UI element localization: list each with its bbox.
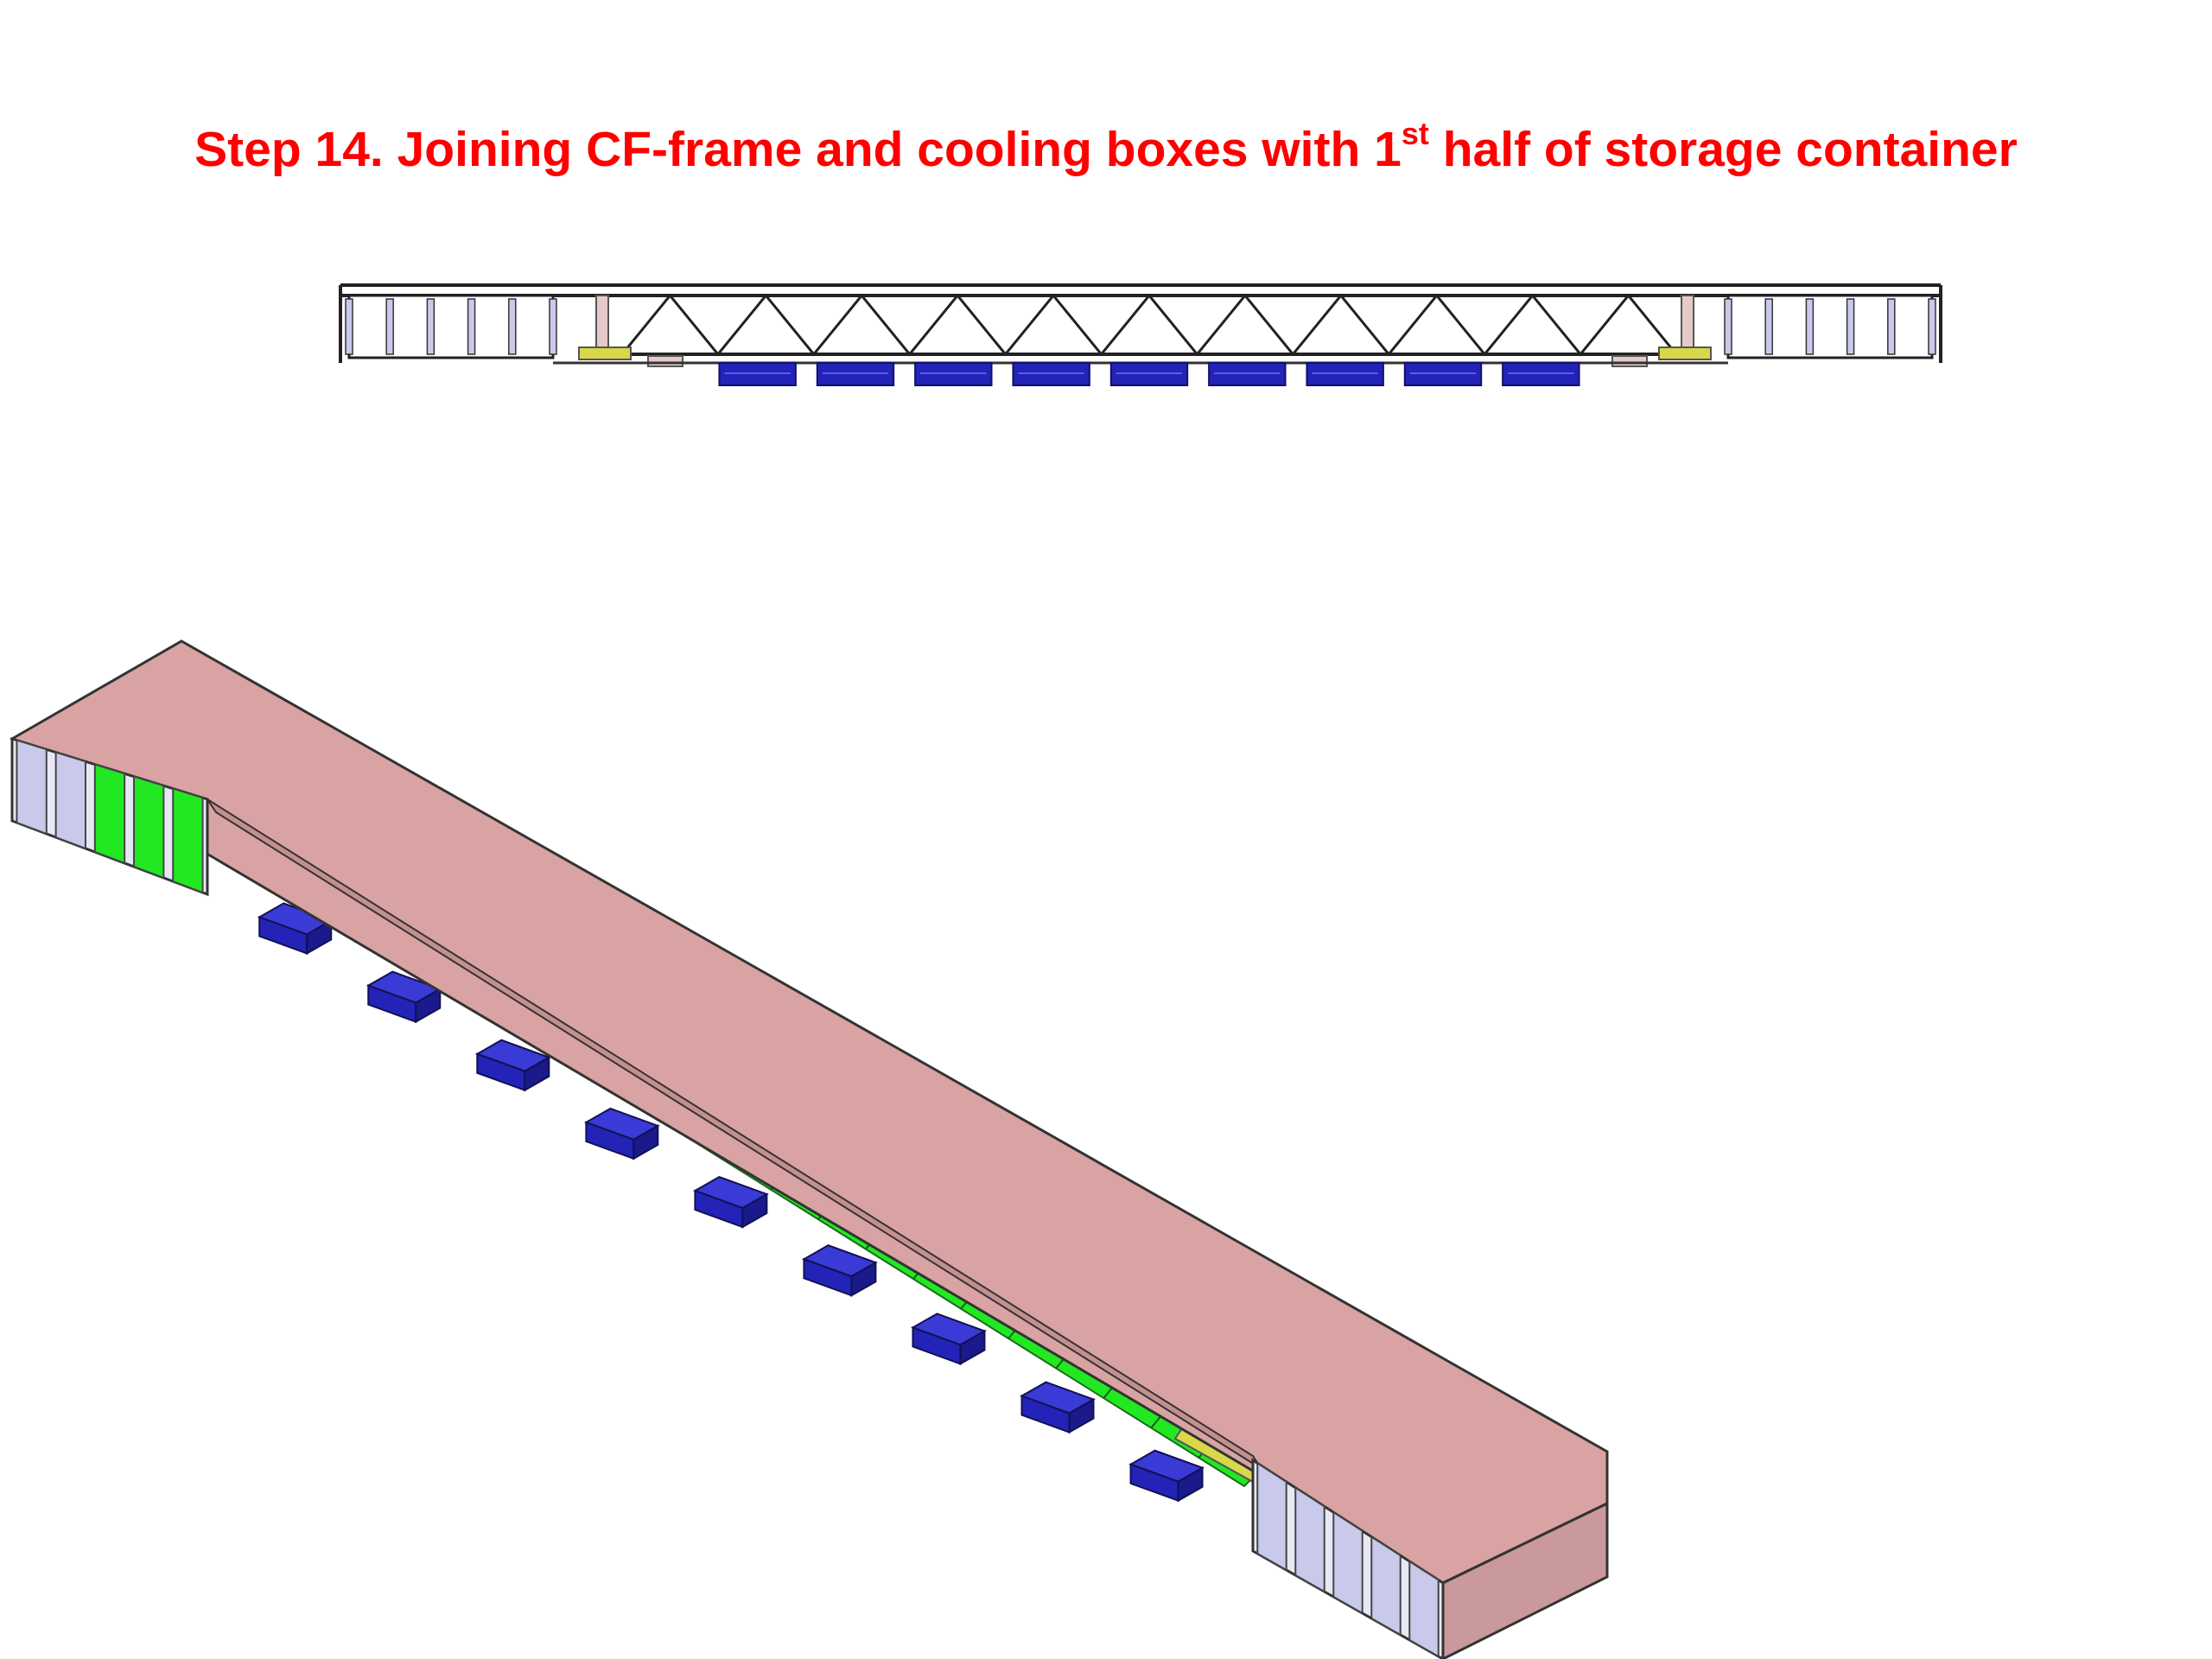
iso-cooling-boxes (257, 902, 1205, 1503)
iso-end-frame-bay (54, 751, 86, 850)
iso-end-frame-bay (1408, 1560, 1440, 1658)
cooling-boxes-row (718, 362, 1580, 386)
iso-end-frame-bay (133, 775, 165, 880)
iso-end-frame-bay (1332, 1510, 1363, 1615)
iso-end-frame-bay (1256, 1461, 1287, 1572)
iso-cooling-box-side (741, 1192, 768, 1229)
right-end-frame (1724, 294, 1936, 359)
end-frame-post (549, 298, 557, 355)
iso-end-frame-bay (16, 739, 48, 836)
end-frame-post (1846, 298, 1855, 355)
iso-end-frame-bay (93, 763, 126, 865)
side-elevation-view (339, 283, 1942, 386)
iso-cooling-box-side (415, 987, 442, 1024)
container-top-face (10, 639, 1609, 1585)
title-prefix: Step 14. Joining CF-frame and cooling bo… (194, 122, 1402, 177)
end-frame-box (1726, 294, 1934, 359)
iso-cooling-box-side (850, 1261, 877, 1297)
end-frame-post (1764, 298, 1773, 355)
truss-diagonals (620, 293, 1678, 357)
slide-title: Step 14. Joining CF-frame and cooling bo… (0, 116, 2212, 178)
iso-cooling-box-side (1177, 1466, 1204, 1503)
iso-cooling-box-side (632, 1124, 659, 1160)
iso-cooling-box-side (1068, 1397, 1095, 1434)
iso-left-end-frame (10, 736, 209, 897)
iso-end-frame-bay (172, 787, 204, 894)
title-suffix: half of storage container (1428, 122, 2018, 177)
end-frame-post (1724, 298, 1732, 355)
iso-cooling-box-side (306, 918, 333, 956)
container-long-side (207, 798, 1262, 1470)
iso-end-frame-bay (1294, 1485, 1325, 1593)
end-frame-post (1887, 298, 1896, 355)
end-frame-post (345, 298, 353, 355)
cf-frame-truss (613, 293, 1685, 357)
isometric-3d-view (10, 639, 1609, 1659)
end-frame-post (508, 298, 517, 355)
end-frame-post (385, 298, 394, 355)
iso-end-frame-bay (1370, 1535, 1402, 1637)
end-frame-post (467, 298, 476, 355)
iso-right-end-frame (1251, 1458, 1445, 1659)
title-superscript: st (1401, 116, 1429, 151)
left-end-frame (345, 294, 557, 359)
end-frame-post (1928, 298, 1936, 355)
end-frame-post (1805, 298, 1815, 355)
iso-cooling-box-side (524, 1056, 550, 1092)
end-frame-post (426, 298, 435, 355)
end-frame-box (347, 294, 555, 359)
iso-cooling-box-side (959, 1329, 986, 1366)
